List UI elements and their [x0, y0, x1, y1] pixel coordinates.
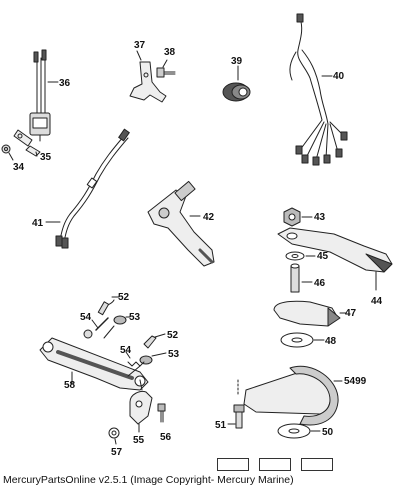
callout-43: 43 [314, 212, 326, 223]
part-51-bolt [227, 404, 245, 429]
copyright-footer: MercuryPartsOnline v2.5.1 (Image Copyrig… [3, 474, 294, 486]
part-5499-plate [237, 365, 343, 426]
callout-58: 58 [64, 380, 76, 391]
callout-40: 40 [333, 71, 345, 82]
part-48-washer [280, 332, 325, 348]
callout-52-lower: 52 [167, 330, 179, 341]
part-43-nut [283, 207, 313, 227]
part-34-nut [1, 144, 14, 161]
part-40-harness [289, 13, 348, 166]
part-41-wires [45, 128, 130, 249]
part-56-screw [157, 403, 166, 423]
callout-57: 57 [111, 447, 123, 458]
part-50-washer [277, 423, 321, 439]
reference-box [259, 458, 291, 471]
part-45-washer [285, 251, 316, 261]
part-46-pin [290, 263, 313, 293]
callout-53-upper: 53 [129, 312, 141, 323]
callout-38: 38 [164, 47, 176, 58]
reference-box [301, 458, 333, 471]
callout-46: 46 [314, 278, 326, 289]
callout-5499: 5499 [344, 376, 367, 387]
part-42-lever [147, 180, 215, 267]
callout-56: 56 [160, 432, 172, 443]
part-37-bracket [129, 50, 167, 103]
callout-42: 42 [203, 212, 215, 223]
callout-54-lower: 54 [120, 345, 132, 356]
part-38-screw [156, 59, 176, 78]
part-35-plate [13, 129, 41, 157]
part-44-arm [277, 227, 393, 291]
callout-36: 36 [59, 78, 71, 89]
callout-53-lower: 53 [168, 349, 180, 360]
reference-box [217, 458, 249, 471]
callout-54-upper: 54 [80, 312, 92, 323]
callout-52-upper: 52 [118, 292, 130, 303]
parts-upper-fasteners [91, 296, 131, 339]
callout-45: 45 [317, 251, 329, 262]
callout-47: 47 [345, 308, 357, 319]
callout-44: 44 [371, 296, 383, 307]
callout-35: 35 [40, 152, 52, 163]
part-55-bracket [129, 379, 153, 433]
callout-51: 51 [215, 420, 227, 431]
callout-41: 41 [32, 218, 44, 229]
parts-lower-fasteners [125, 333, 167, 377]
callout-34: 34 [13, 162, 25, 173]
callout-37: 37 [134, 40, 146, 51]
part-57-clip [108, 427, 120, 445]
part-39-grommet [222, 65, 251, 102]
callout-55: 55 [133, 435, 145, 446]
reference-boxes [0, 458, 400, 472]
callout-50: 50 [322, 427, 334, 438]
part-36-switch [29, 49, 59, 142]
part-47-cam [273, 300, 347, 327]
callout-39: 39 [231, 56, 243, 67]
callout-48: 48 [325, 336, 337, 347]
part-58-link [39, 329, 149, 391]
callout-labels: 36 35 34 37 38 39 40 41 42 43 44 45 46 4… [13, 40, 383, 458]
